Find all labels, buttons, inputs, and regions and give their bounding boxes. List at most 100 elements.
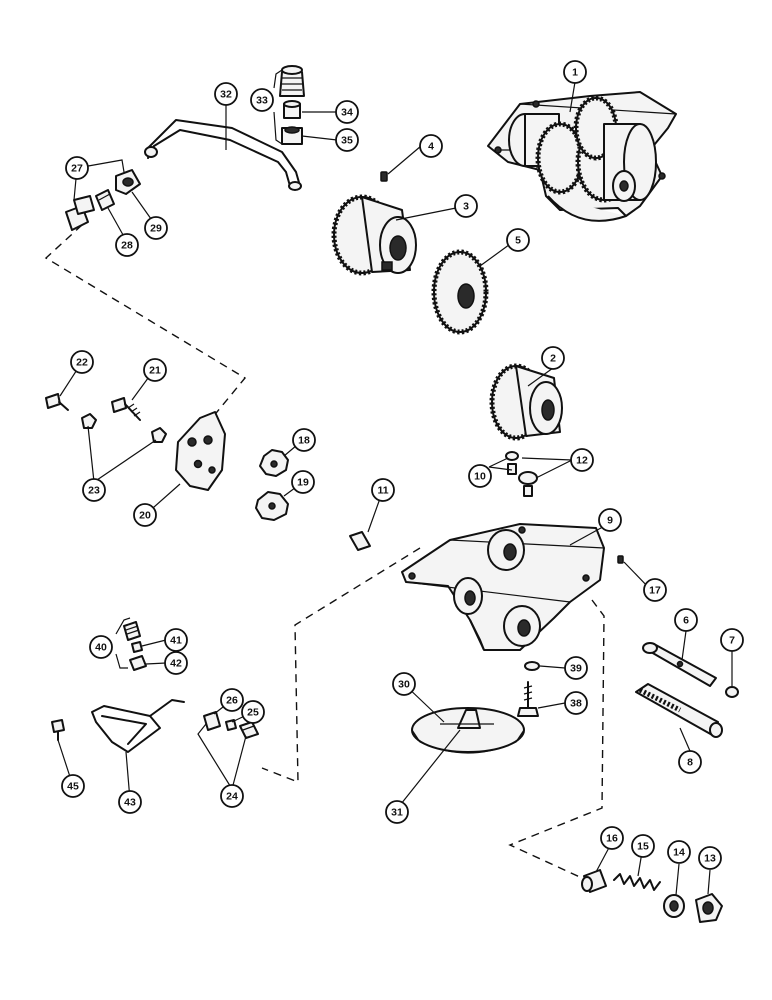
callout-circle [570,448,594,472]
callout-circle [82,478,106,502]
callout-10: 10 [468,464,492,488]
callout-number: 23 [88,485,100,497]
callout-13: 13 [698,846,722,870]
callout-number: 25 [247,707,259,719]
callout-number: 1 [572,67,578,79]
gear-part-5 [431,249,489,335]
assembly-path-housing-to-valve [508,599,605,879]
callout-number: 24 [226,791,238,803]
callout-8: 8 [678,750,702,774]
callout-number: 27 [71,163,83,175]
callout-25: 25 [241,700,265,724]
callout-28: 28 [115,233,139,257]
callout-circle [698,846,722,870]
callout-number: 17 [649,585,661,597]
callout-circle [143,358,167,382]
callout-number: 31 [391,807,403,819]
callout-6: 6 [674,608,698,632]
callout-circle [674,608,698,632]
callout-18: 18 [292,428,316,452]
nut-part-42 [129,655,147,671]
assembly-path-fitting-to-pump [44,224,247,419]
rotor-part-19 [255,491,289,521]
callout-circle [643,578,667,602]
tube-part-32 [144,119,302,191]
callout-20: 20 [133,503,157,527]
callout-number: 45 [67,781,79,793]
callout-21: 21 [143,358,167,382]
callout-circle [419,134,443,158]
callout-3: 3 [454,194,478,218]
sleeve-part-28 [95,189,115,211]
nut-part-26 [203,711,221,731]
callout-circle [133,503,157,527]
callout-circle [61,774,85,798]
callout-number: 5 [515,235,521,247]
callout-15: 15 [631,834,655,858]
callout-circle [506,228,530,252]
sleeve-part-34 [283,100,301,119]
callout-circle [250,88,274,112]
callout-circle [214,82,238,106]
tube-part-43 [91,699,185,753]
clip-part-45 [51,719,65,741]
callout-circle [678,750,702,774]
callout-circle [144,216,168,240]
balancer-assembly-part [487,91,677,222]
callout-circle [631,834,655,858]
callout-14: 14 [667,840,691,864]
callout-number: 18 [298,435,310,447]
callout-number: 38 [570,698,582,710]
callout-circle [241,700,265,724]
fitting-part-27 [65,195,95,231]
callout-number: 14 [673,847,685,859]
callout-12: 12 [570,448,594,472]
callout-30: 30 [392,672,416,696]
splined-shaft-part-8 [635,683,723,738]
callout-number: 32 [220,89,232,101]
pin-part-11 [349,531,371,551]
callout-16: 16 [600,826,624,850]
washer-part-14 [663,894,685,918]
callout-circle [454,194,478,218]
plunger-part-16 [581,869,607,893]
callout-circle [220,784,244,808]
callout-39: 39 [564,656,588,680]
callout-number: 40 [95,642,107,654]
gear-hub-part-3 [331,194,417,276]
callout-labels: 1234567891011121314151617181920212223242… [61,60,744,870]
callout-number: 12 [576,455,588,467]
callout-circle [564,691,588,715]
set-screw-part-17 [617,555,624,564]
callout-1: 1 [563,60,587,84]
callout-34: 34 [335,100,359,124]
callout-circle [70,350,94,374]
callout-number: 29 [150,223,162,235]
sleeve-part-25 [225,719,237,731]
callout-41: 41 [164,628,188,652]
callout-number: 16 [606,833,618,845]
callout-43: 43 [118,790,142,814]
bolt-part-21 [111,397,141,421]
callout-circle [115,233,139,257]
callout-number: 3 [463,201,469,213]
assembly-path-pump-to-fitting [261,547,421,784]
callout-number: 33 [256,95,268,107]
callout-number: 42 [170,658,182,670]
callout-circle [468,464,492,488]
callout-circle [164,651,188,675]
callout-32: 32 [214,82,238,106]
callout-circle [392,672,416,696]
callout-circle [598,508,622,532]
callout-5: 5 [506,228,530,252]
callout-26: 26 [220,688,244,712]
callout-circle [220,688,244,712]
callout-circle [118,790,142,814]
callout-circle [164,628,188,652]
callout-7: 7 [720,628,744,652]
callout-circle [563,60,587,84]
callout-number: 8 [687,757,693,769]
callout-17: 17 [643,578,667,602]
plug-part-13 [695,893,723,923]
